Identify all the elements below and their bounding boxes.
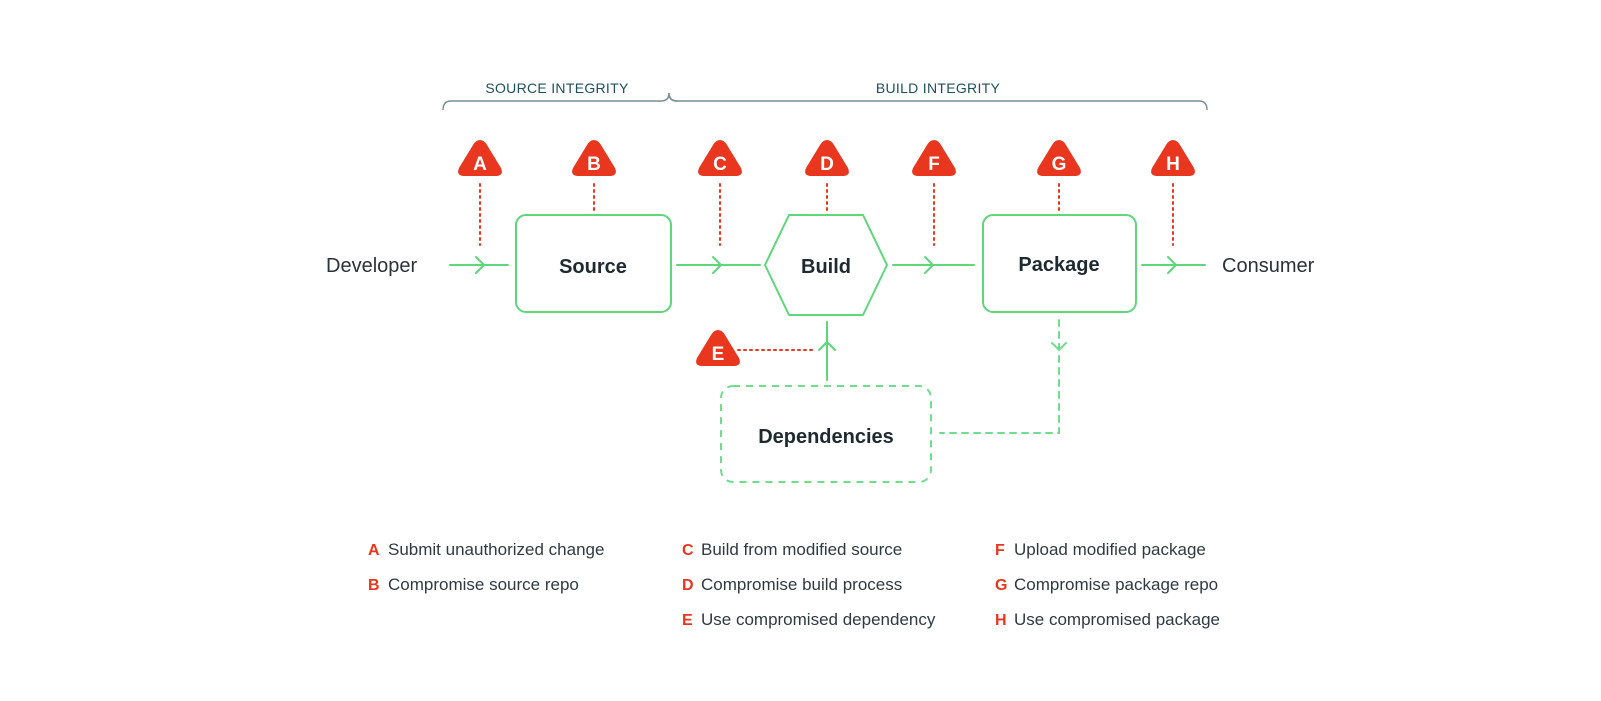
threat-marker-f-letter: F [928, 154, 940, 175]
build-integrity-bracket: BUILD INTEGRITY [668, 80, 1208, 111]
package-node: Package [982, 214, 1137, 313]
legend-item-h: H Use compromised package [995, 610, 1220, 629]
threat-marker-a: A [458, 140, 502, 176]
developer-label: Developer [326, 255, 418, 277]
legend-letter-h: H [995, 612, 1007, 629]
threat-connectors [479, 183, 1174, 351]
arrow-developer-to-source [449, 256, 509, 274]
build-node-label: Build [801, 256, 851, 278]
build-integrity-label: BUILD INTEGRITY [876, 80, 1001, 96]
legend-text-a: Submit unauthorized change [388, 540, 604, 559]
legend-letter-f: F [995, 542, 1005, 559]
legend-text-b: Compromise source repo [388, 575, 579, 594]
legend-item-g: G Compromise package repo [995, 575, 1218, 594]
threat-legend: A Submit unauthorized change B Compromis… [368, 540, 1220, 629]
legend-item-f: F Upload modified package [995, 540, 1206, 559]
threat-marker-f: F [912, 140, 956, 176]
threat-marker-c: C [698, 140, 742, 176]
threat-marker-d: D [805, 140, 849, 176]
legend-letter-e: E [682, 612, 693, 629]
arrow-dependencies-to-build [818, 321, 836, 381]
legend-text-c: Build from modified source [701, 540, 902, 559]
legend-item-a: A Submit unauthorized change [368, 540, 604, 559]
source-integrity-bracket: SOURCE INTEGRITY [442, 80, 678, 111]
dependencies-node: Dependencies [720, 385, 932, 483]
legend-letter-g: G [995, 577, 1007, 594]
legend-item-b: B Compromise source repo [368, 575, 579, 594]
legend-letter-c: C [682, 542, 694, 559]
flow-arrows [449, 256, 1206, 381]
build-node: Build [764, 214, 888, 316]
source-node: Source [515, 214, 672, 313]
arrow-build-to-package [892, 256, 975, 274]
legend-letter-d: D [682, 577, 694, 594]
threat-marker-b: B [572, 140, 616, 176]
threat-marker-g-letter: G [1052, 154, 1067, 175]
legend-text-h: Use compromised package [1014, 610, 1220, 629]
legend-text-f: Upload modified package [1014, 540, 1206, 559]
legend-letter-a: A [368, 542, 380, 559]
source-integrity-label: SOURCE INTEGRITY [485, 80, 629, 96]
threat-marker-h: H [1151, 140, 1195, 176]
legend-item-d: D Compromise build process [682, 575, 902, 594]
legend-item-e: E Use compromised dependency [682, 610, 936, 629]
arrow-source-to-build [676, 256, 761, 274]
arrow-package-to-dependencies [939, 319, 1067, 434]
consumer-label: Consumer [1222, 255, 1315, 277]
threat-marker-e: E [696, 330, 740, 366]
source-node-label: Source [559, 256, 627, 278]
legend-text-g: Compromise package repo [1014, 575, 1218, 594]
legend-item-c: C Build from modified source [682, 540, 902, 559]
threat-marker-c-letter: C [713, 154, 727, 175]
package-node-label: Package [1018, 254, 1099, 276]
legend-letter-b: B [368, 577, 380, 594]
threat-marker-h-letter: H [1166, 154, 1180, 175]
dependencies-node-label: Dependencies [758, 426, 894, 448]
legend-text-d: Compromise build process [701, 575, 902, 594]
threat-marker-d-letter: D [820, 154, 834, 175]
threat-marker-b-letter: B [587, 154, 601, 175]
threat-marker-e-letter: E [712, 344, 725, 365]
arrow-package-to-consumer [1141, 256, 1206, 274]
threat-marker-a-letter: A [473, 154, 487, 175]
legend-text-e: Use compromised dependency [701, 610, 936, 629]
threat-marker-g: G [1037, 140, 1081, 176]
